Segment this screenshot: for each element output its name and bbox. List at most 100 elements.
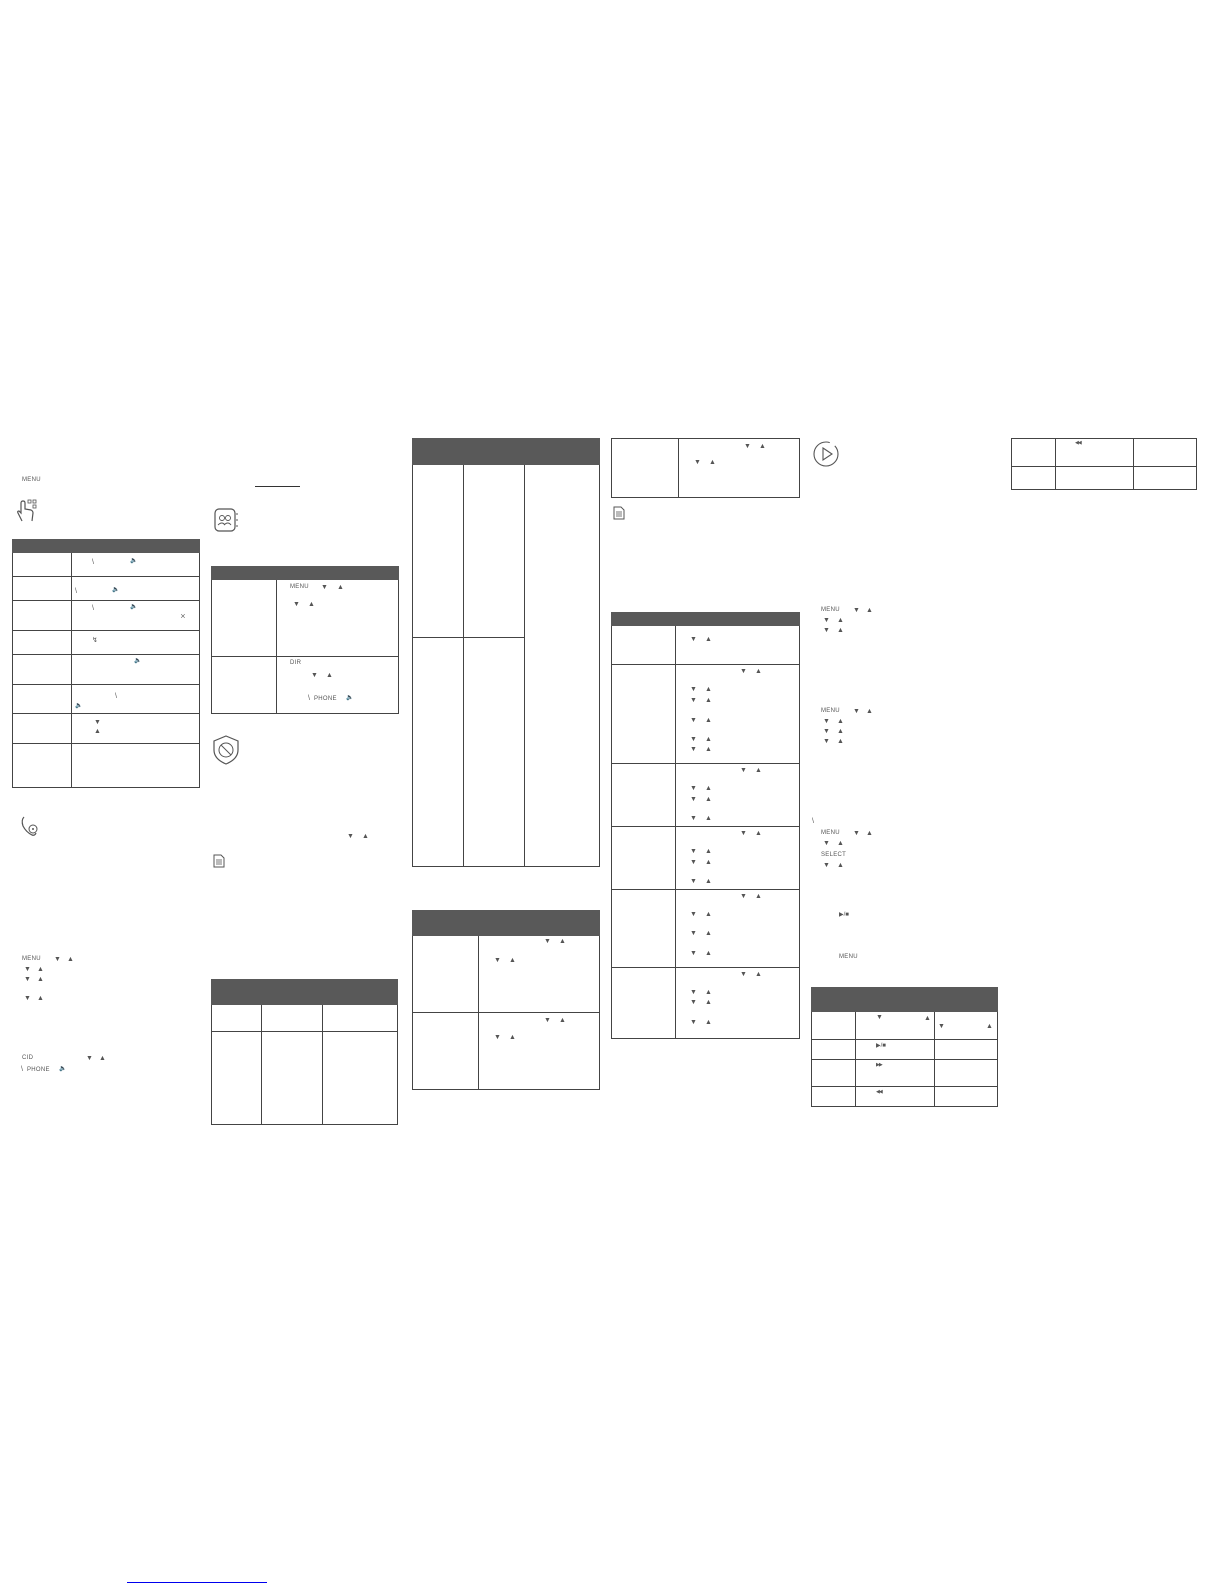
menu-label: MENU [821, 708, 840, 714]
down-arrow-icon: ▼ [690, 911, 697, 918]
speaker-icon: 🔈 [130, 604, 138, 610]
up-arrow-icon: ▲ [705, 859, 712, 866]
call-block-table [211, 979, 398, 1125]
up-arrow-icon: ▲ [924, 1015, 931, 1022]
down-arrow-icon: ▼ [690, 746, 697, 753]
up-arrow-icon: ▲ [866, 607, 873, 614]
up-arrow-icon: ▲ [559, 938, 566, 945]
up-arrow-icon: ▲ [705, 911, 712, 918]
up-arrow-icon: ▲ [37, 995, 44, 1002]
menu-label: MENU [821, 607, 840, 613]
up-arrow-icon: ▲ [37, 966, 44, 973]
handset-icon: \ [92, 559, 94, 566]
select-label: SELECT [821, 852, 847, 858]
menu-label: MENU [821, 830, 840, 836]
phone-label: PHONE [27, 1067, 50, 1073]
handset-icon: \ [75, 588, 77, 595]
up-arrow-icon: ▲ [755, 830, 762, 837]
up-arrow-icon: ▲ [755, 971, 762, 978]
up-arrow-icon: ▲ [705, 989, 712, 996]
down-arrow-icon: ▼ [823, 738, 830, 745]
down-arrow-icon: ▼ [740, 830, 747, 837]
call-block-icon [213, 735, 239, 765]
down-arrow-icon: ▼ [690, 878, 697, 885]
up-arrow-icon: ▲ [837, 840, 844, 847]
phone-label: PHONE [314, 696, 337, 702]
up-arrow-icon: ▲ [67, 956, 74, 963]
up-arrow-icon: ▲ [705, 686, 712, 693]
up-arrow-icon: ▲ [37, 976, 44, 983]
down-arrow-icon: ▼ [853, 830, 860, 837]
down-arrow-icon: ▼ [690, 636, 697, 643]
forward-icon: ▶▶ [876, 1062, 883, 1068]
down-arrow-icon: ▼ [54, 956, 61, 963]
down-arrow-icon: ▼ [823, 862, 830, 869]
down-arrow-icon: ▼ [690, 686, 697, 693]
down-arrow-icon: ▼ [494, 957, 501, 964]
up-arrow-icon: ▲ [509, 1034, 516, 1041]
down-arrow-icon: ▼ [740, 893, 747, 900]
rewind-icon: ◀◀ [1075, 440, 1082, 446]
down-arrow-icon: ▼ [823, 840, 830, 847]
handset-icon: \ [21, 1066, 23, 1073]
speaker-icon: 🔈 [112, 587, 120, 593]
down-arrow-icon: ▼ [823, 718, 830, 725]
up-arrow-icon: ▲ [362, 833, 369, 840]
up-arrow-icon: ▲ [837, 862, 844, 869]
menu-label: MENU [22, 956, 41, 962]
mute-icon: ⨯ [180, 613, 186, 620]
handset-icon: \ [92, 605, 94, 612]
down-arrow-icon: ▼ [94, 719, 101, 726]
down-arrow-icon: ▼ [690, 848, 697, 855]
down-arrow-icon: ▼ [690, 950, 697, 957]
settings-table-1 [412, 438, 600, 867]
menu-label: MENU [839, 954, 858, 960]
handset-icon: \ [308, 695, 310, 702]
speaker-icon: 🔈 [59, 1066, 67, 1072]
down-arrow-icon: ▼ [690, 815, 697, 822]
menu-label: MENU [290, 584, 309, 590]
down-arrow-icon: ▼ [690, 930, 697, 937]
down-arrow-icon: ▼ [938, 1023, 945, 1030]
down-arrow-icon: ▼ [690, 717, 697, 724]
up-arrow-icon: ▲ [705, 697, 712, 704]
up-arrow-icon: ▲ [755, 767, 762, 774]
down-arrow-icon: ▼ [311, 672, 318, 679]
settings-table-3: ▼ ▲ ▼ ▲ [611, 438, 800, 498]
up-arrow-icon: ▲ [705, 815, 712, 822]
speaker-icon: 🔈 [130, 558, 138, 564]
menu-label: MENU [22, 477, 41, 483]
up-arrow-icon: ▲ [837, 627, 844, 634]
up-arrow-icon: ▲ [837, 738, 844, 745]
down-arrow-icon: ▼ [740, 668, 747, 675]
down-arrow-icon: ▼ [823, 627, 830, 634]
down-arrow-icon: ▼ [740, 767, 747, 774]
up-arrow-icon: ▲ [837, 617, 844, 624]
down-arrow-icon: ▼ [740, 971, 747, 978]
down-arrow-icon: ▼ [690, 999, 697, 1006]
down-arrow-icon: ▼ [690, 785, 697, 792]
up-arrow-icon: ▲ [709, 459, 716, 466]
down-arrow-icon: ▼ [690, 989, 697, 996]
up-arrow-icon: ▲ [705, 930, 712, 937]
down-arrow-icon: ▼ [823, 617, 830, 624]
settings-table-2: ▼ ▲ ▼ ▲ ▼ ▲ ▼ ▲ [412, 910, 600, 1090]
dir-label: DIR [290, 660, 302, 666]
settings-table-4: ▼ ▲ ▼ ▲ ▼ ▲ ▼ ▲ ▼ ▲ ▼ ▲ ▼ ▲ ▼ ▲ ▼ ▲ ▼ ▲ … [611, 612, 800, 1039]
down-arrow-icon: ▼ [690, 1019, 697, 1026]
up-arrow-icon: ▲ [94, 728, 101, 735]
down-arrow-icon: ▼ [690, 697, 697, 704]
down-arrow-icon: ▼ [853, 708, 860, 715]
flash-icon: ↯ [92, 637, 98, 644]
speaker-icon: 🔈 [346, 695, 354, 701]
up-arrow-icon: ▲ [705, 1019, 712, 1026]
down-arrow-icon: ▼ [321, 584, 328, 591]
up-arrow-icon: ▲ [705, 848, 712, 855]
handset-icon: \ [812, 818, 814, 825]
up-arrow-icon: ▲ [509, 957, 516, 964]
up-arrow-icon: ▲ [755, 668, 762, 675]
up-arrow-icon: ▲ [866, 708, 873, 715]
down-arrow-icon: ▼ [24, 995, 31, 1002]
down-arrow-icon: ▼ [293, 601, 300, 608]
directory-icon [214, 508, 238, 532]
